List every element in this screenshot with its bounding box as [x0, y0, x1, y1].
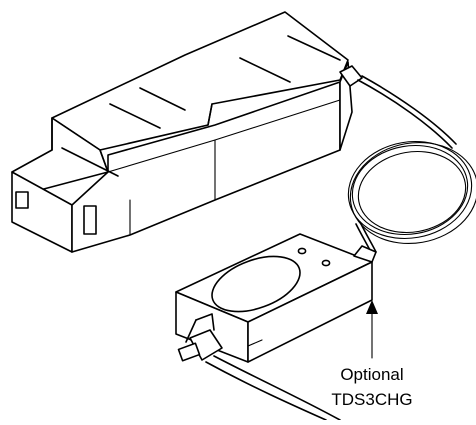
charger-callout: Optional TDS3CHG [331, 300, 413, 409]
battery-slot [61, 147, 119, 177]
charger-label-circle [211, 255, 301, 313]
power-cord [213, 355, 341, 421]
callout-text-line1: Optional [340, 365, 403, 384]
battery-pack [11, 11, 363, 253]
battery-slot [139, 87, 186, 111]
plug-body [177, 342, 201, 362]
battery-slot [287, 35, 341, 61]
battery-cable-plug [339, 65, 363, 87]
charger-led-icon [321, 259, 331, 267]
charger-led-icon [297, 247, 307, 255]
battery-slot [109, 103, 161, 129]
charger-cable [347, 75, 476, 255]
charger-strain-relief [353, 245, 377, 263]
battery-contact-window [83, 205, 97, 235]
optional-charger [175, 233, 377, 421]
callout-text-line2: TDS3CHG [331, 390, 412, 409]
battery-slot [239, 57, 291, 83]
callout-arrow-icon [366, 300, 378, 314]
battery-latch [15, 191, 29, 209]
